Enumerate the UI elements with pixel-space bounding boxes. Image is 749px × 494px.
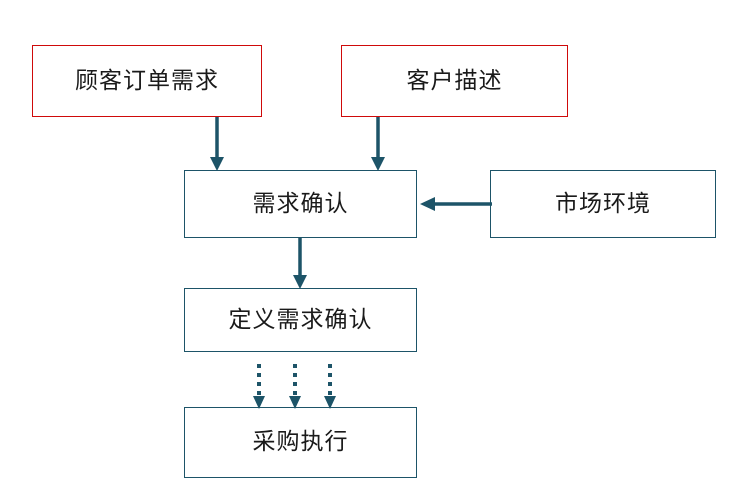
arrow-define-to-procurement-3 [320, 362, 340, 410]
node-label: 顾客订单需求 [75, 67, 219, 94]
arrow-define-to-procurement-2 [285, 362, 305, 410]
node-label: 定义需求确认 [228, 306, 373, 333]
node-customer-description[interactable]: 客户描述 [341, 45, 568, 117]
node-label: 市场环境 [555, 190, 651, 217]
arrow-define-to-procurement-1 [249, 362, 269, 410]
node-label: 采购执行 [252, 429, 349, 455]
arrow-market-to-confirmation [417, 194, 492, 214]
node-label: 客户描述 [406, 67, 503, 94]
node-procurement-execution[interactable]: 采购执行 [184, 407, 417, 478]
arrow-description-to-confirmation [368, 117, 388, 172]
node-define-requirement-confirmation[interactable]: 定义需求确认 [184, 288, 417, 352]
node-customer-order-requirement[interactable]: 顾客订单需求 [32, 45, 262, 117]
arrow-confirmation-to-define [290, 238, 310, 290]
node-label: 需求确认 [252, 190, 349, 217]
node-market-environment[interactable]: 市场环境 [490, 170, 716, 238]
node-requirement-confirmation[interactable]: 需求确认 [184, 170, 417, 238]
arrow-order-to-confirmation [207, 117, 227, 172]
